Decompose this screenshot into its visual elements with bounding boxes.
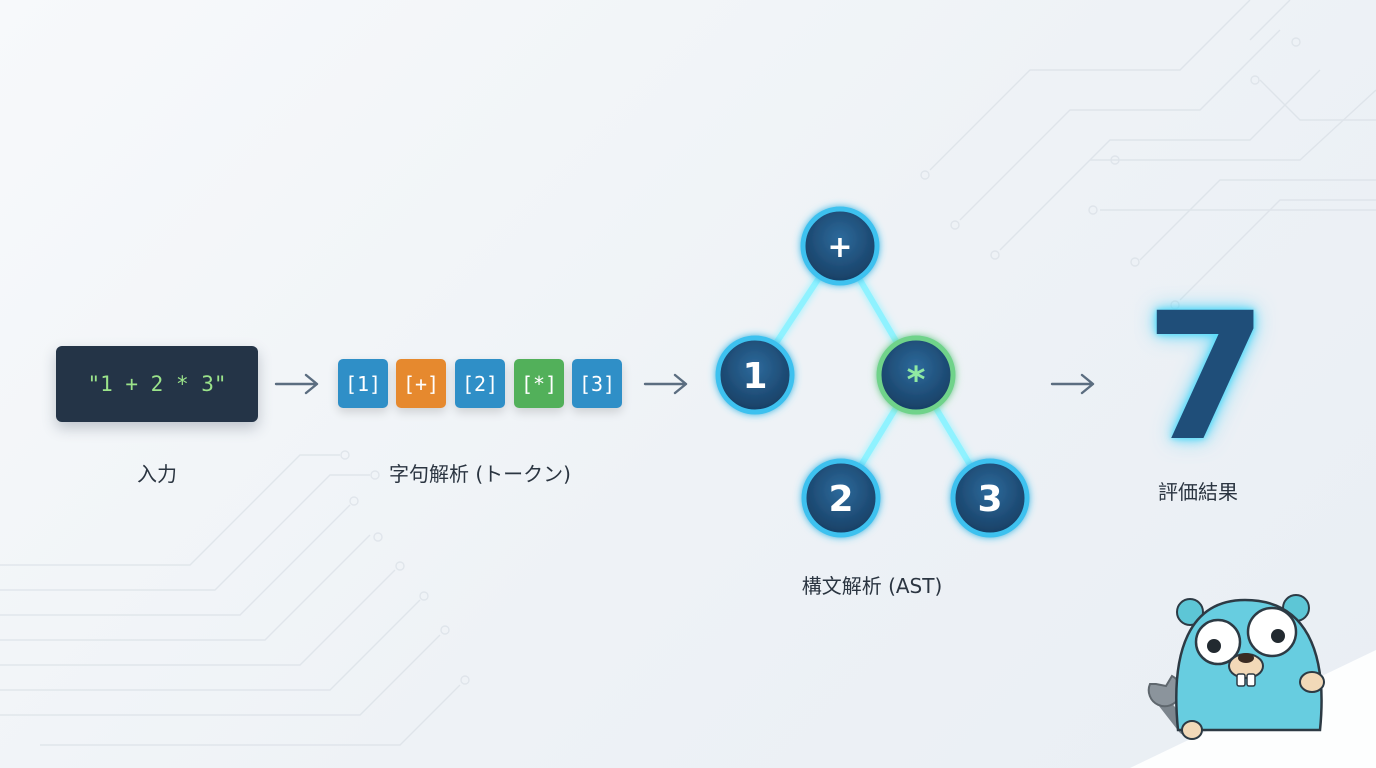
token-label: [*]: [520, 371, 558, 396]
ast-node-2: 2: [801, 458, 881, 538]
token-label: [+]: [402, 371, 440, 396]
ast-node-label: *: [907, 360, 926, 401]
arrow-right-icon: [643, 373, 688, 395]
input-caption: 入力: [137, 462, 177, 486]
input-expression-box: "1 + 2 * 3": [56, 346, 258, 422]
token-label: [1]: [344, 371, 382, 396]
ast-node-label: 1: [742, 356, 767, 397]
ast-node-1: 1: [715, 335, 795, 415]
token-plus: [+]: [396, 359, 446, 408]
token-2: [2]: [455, 359, 505, 408]
arrow-right-icon: [274, 373, 319, 395]
input-expression: "1 + 2 * 3": [87, 372, 227, 396]
ast-caption: 構文解析 (AST): [801, 574, 943, 598]
ast-node-label: 2: [828, 479, 853, 520]
token-3: [3]: [572, 359, 622, 408]
evaluation-result: 7: [1145, 275, 1268, 480]
evaluation-caption: 評価結果: [1158, 480, 1238, 504]
gopher-mascot-icon: [1130, 594, 1376, 768]
ast-node-plus: +: [800, 206, 880, 286]
token-label: [2]: [461, 371, 499, 396]
arrow-right-icon: [1050, 373, 1095, 395]
token-1: [1]: [338, 359, 388, 408]
ast-node-multiply: *: [876, 335, 956, 415]
ast-node-3: 3: [950, 458, 1030, 538]
token-multiply: [*]: [514, 359, 564, 408]
ast-node-label: +: [827, 230, 852, 265]
lexer-caption: 字句解析 (トークン): [389, 462, 571, 486]
ast-node-label: 3: [977, 479, 1002, 520]
token-label: [3]: [578, 371, 616, 396]
ast-tree: + 1 * 2 3: [715, 206, 1030, 538]
